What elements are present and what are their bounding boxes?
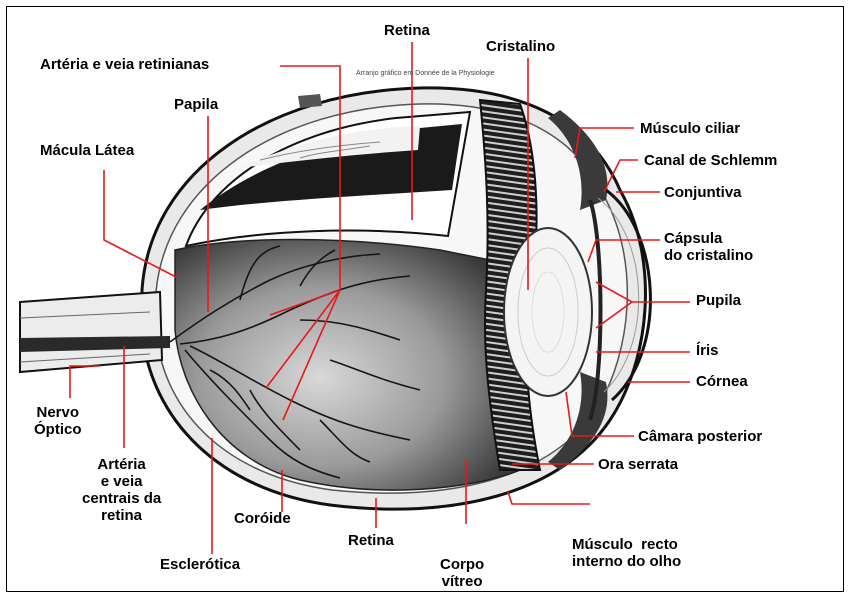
label-nervo-optico: Nervo Óptico [34,404,82,438]
label-retina-top: Retina [384,22,430,39]
label-coroide: Coróide [234,510,291,527]
optic-nerve [20,292,170,372]
label-camara-posterior: Câmara posterior [638,428,762,445]
label-corpo-vitreo: Corpo vítreo [440,556,484,590]
label-iris: Íris [696,342,719,359]
label-musculo-recto: Músculo recto interno do olho [572,536,681,570]
label-musculo-ciliar: Músculo ciliar [640,120,740,137]
label-arteria-veia-centrais: Artéria e veia centrais da retina [82,456,161,524]
label-cornea: Córnea [696,373,748,390]
label-cristalino: Cristalino [486,38,555,55]
label-conjuntiva: Conjuntiva [664,184,742,201]
label-ora-serrata: Ora serrata [598,456,678,473]
label-macula-latea: Mácula Látea [40,142,134,159]
label-retina-bottom: Retina [348,532,394,549]
label-arteria-veia-retinianas: Artéria e veia retinianas [40,56,209,73]
lens [504,228,592,396]
leader-nervo [70,366,100,398]
label-capsula-do-cristalino: Cápsula do cristalino [664,230,753,264]
image-credit: Arranjo gráfico em Donnée de la Physiolo… [356,70,495,77]
label-esclerotica: Esclerótica [160,556,240,573]
label-papila: Papila [174,96,218,113]
label-pupila: Pupila [696,292,741,309]
leader-musculo-recto [508,492,590,504]
label-canal-de-schlemm: Canal de Schlemm [644,152,777,169]
